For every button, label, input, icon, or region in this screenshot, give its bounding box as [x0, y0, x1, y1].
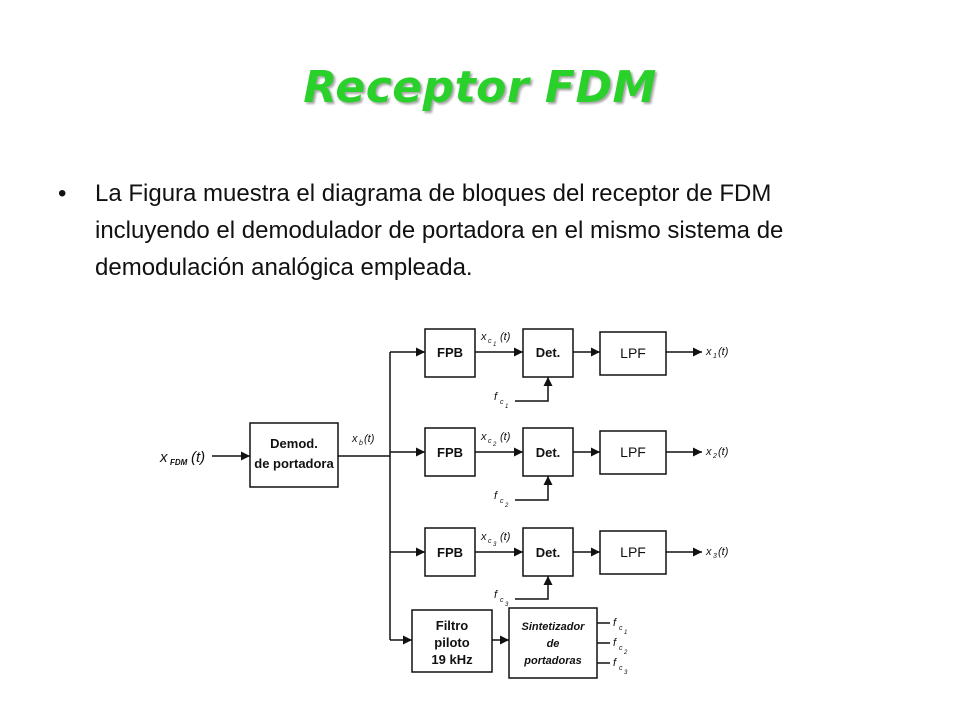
svg-text:FPB: FPB [437, 345, 463, 360]
svg-text:f: f [613, 637, 617, 649]
svg-text:FPB: FPB [437, 545, 463, 560]
fpb-block-2: FPB [424, 427, 476, 477]
pilot-filter-block: Filtro piloto 19 kHz [411, 609, 493, 673]
svg-text:(t): (t) [718, 446, 729, 458]
svg-text:de portadora: de portadora [254, 456, 334, 471]
svg-text:c: c [500, 399, 504, 406]
fpb-block-3: FPB [424, 527, 476, 577]
svg-text:2: 2 [492, 442, 497, 448]
fpb-block-1: FPB [424, 328, 476, 378]
svg-text:x: x [351, 433, 358, 445]
carrier-label-2: f c 2 [494, 490, 509, 509]
svg-text:Demod.: Demod. [270, 436, 318, 451]
synth-output-label-2: f c 2 [613, 637, 628, 656]
svg-text:de: de [547, 638, 560, 650]
svg-text:(t): (t) [718, 546, 729, 558]
svg-text:f: f [494, 391, 498, 403]
det-block-2: Det. [522, 427, 574, 477]
svg-text:f: f [613, 657, 617, 669]
output-label-2: x 2 (t) [705, 446, 729, 460]
branch-3: FPB x c 3 (t) Det. LPF x 3 (t) f c 3 [390, 527, 729, 608]
svg-text:LPF: LPF [620, 544, 646, 560]
svg-text:19 kHz: 19 kHz [431, 652, 473, 667]
synth-output-label-3: f c 3 [613, 657, 628, 676]
svg-text:Sintetizador: Sintetizador [522, 621, 586, 633]
svg-text:3: 3 [713, 553, 717, 560]
lpf-block-2: LPF [599, 430, 667, 475]
svg-text:b: b [359, 440, 363, 447]
svg-text:1: 1 [713, 353, 717, 360]
bullet-text: La Figura muestra el diagrama de bloques… [95, 180, 784, 281]
svg-text:c: c [619, 625, 623, 632]
svg-text:(t): (t) [500, 431, 511, 443]
slide-title: Receptor FDM [303, 62, 657, 113]
det-block-3: Det. [522, 527, 574, 577]
svg-text:(t): (t) [364, 433, 375, 445]
svg-text:x: x [480, 531, 487, 543]
baseband-signal-label: x b (t) [351, 433, 375, 447]
svg-text:f: f [613, 617, 617, 629]
svg-text:1: 1 [505, 404, 508, 410]
svg-text:x: x [480, 431, 487, 443]
svg-text:FPB: FPB [437, 445, 463, 460]
bullet-dot: • [58, 180, 67, 207]
lpf-block-1: LPF [599, 331, 667, 376]
synth-output-label-1: f c 1 [613, 617, 627, 636]
svg-text:x: x [705, 546, 712, 558]
svg-text:c: c [619, 645, 623, 652]
svg-text:2: 2 [712, 453, 717, 460]
svg-text:c: c [488, 538, 492, 545]
svg-text:3: 3 [505, 602, 509, 608]
svg-text:2: 2 [623, 650, 628, 656]
svg-text:x: x [705, 346, 712, 358]
mid-signal-label-1: x c 1 (t) [480, 331, 511, 348]
svg-text:portadoras: portadoras [523, 655, 581, 667]
output-label-1: x 1 (t) [705, 346, 729, 360]
branch-1: FPB x c 1 (t) Det. LPF x 1 (t) f c 1 [390, 328, 729, 410]
svg-text:(t): (t) [500, 531, 511, 543]
svg-text:c: c [488, 438, 492, 445]
carrier-synthesizer-block: Sintetizador de portadoras [508, 607, 598, 679]
svg-text:2: 2 [504, 503, 509, 509]
svg-text:x: x [480, 331, 487, 343]
svg-text:LPF: LPF [620, 444, 646, 460]
lpf-block-3: LPF [599, 530, 667, 575]
svg-text:(t): (t) [500, 331, 511, 343]
svg-text:Filtro: Filtro [436, 618, 469, 633]
svg-text:FDM: FDM [170, 458, 188, 467]
svg-text:c: c [500, 597, 504, 604]
synth-outputs: f c 1 f c 2 f c 3 [597, 617, 628, 676]
mid-signal-label-3: x c 3 (t) [480, 531, 511, 548]
det-block-1: Det. [522, 328, 574, 378]
svg-text:Det.: Det. [536, 345, 561, 360]
svg-text:Det.: Det. [536, 445, 561, 460]
carrier-label-1: f c 1 [494, 391, 508, 410]
svg-text:c: c [488, 338, 492, 345]
input-signal-label: x FDM (t) [159, 449, 205, 467]
svg-text:x: x [159, 449, 168, 466]
svg-text:c: c [619, 665, 623, 672]
svg-text:c: c [500, 498, 504, 505]
svg-text:f: f [494, 490, 498, 502]
svg-text:Det.: Det. [536, 545, 561, 560]
output-label-3: x 3 (t) [705, 546, 729, 560]
svg-text:3: 3 [624, 670, 628, 676]
branch-2: FPB x c 2 (t) Det. LPF x 2 (t) f c 2 [390, 427, 729, 509]
carrier-label-3: f c 3 [494, 589, 509, 608]
svg-text:3: 3 [493, 542, 497, 548]
svg-text:1: 1 [493, 342, 496, 348]
mid-signal-label-2: x c 2 (t) [480, 431, 511, 448]
svg-text:x: x [705, 446, 712, 458]
demod-block: Demod. de portadora [249, 422, 339, 488]
svg-text:piloto: piloto [434, 635, 469, 650]
bullet-item: • La Figura muestra el diagrama de bloqu… [58, 175, 848, 283]
svg-text:LPF: LPF [620, 345, 646, 361]
svg-text:1: 1 [624, 630, 627, 636]
svg-text:(t): (t) [191, 449, 205, 466]
svg-text:f: f [494, 589, 498, 601]
svg-text:(t): (t) [718, 346, 729, 358]
